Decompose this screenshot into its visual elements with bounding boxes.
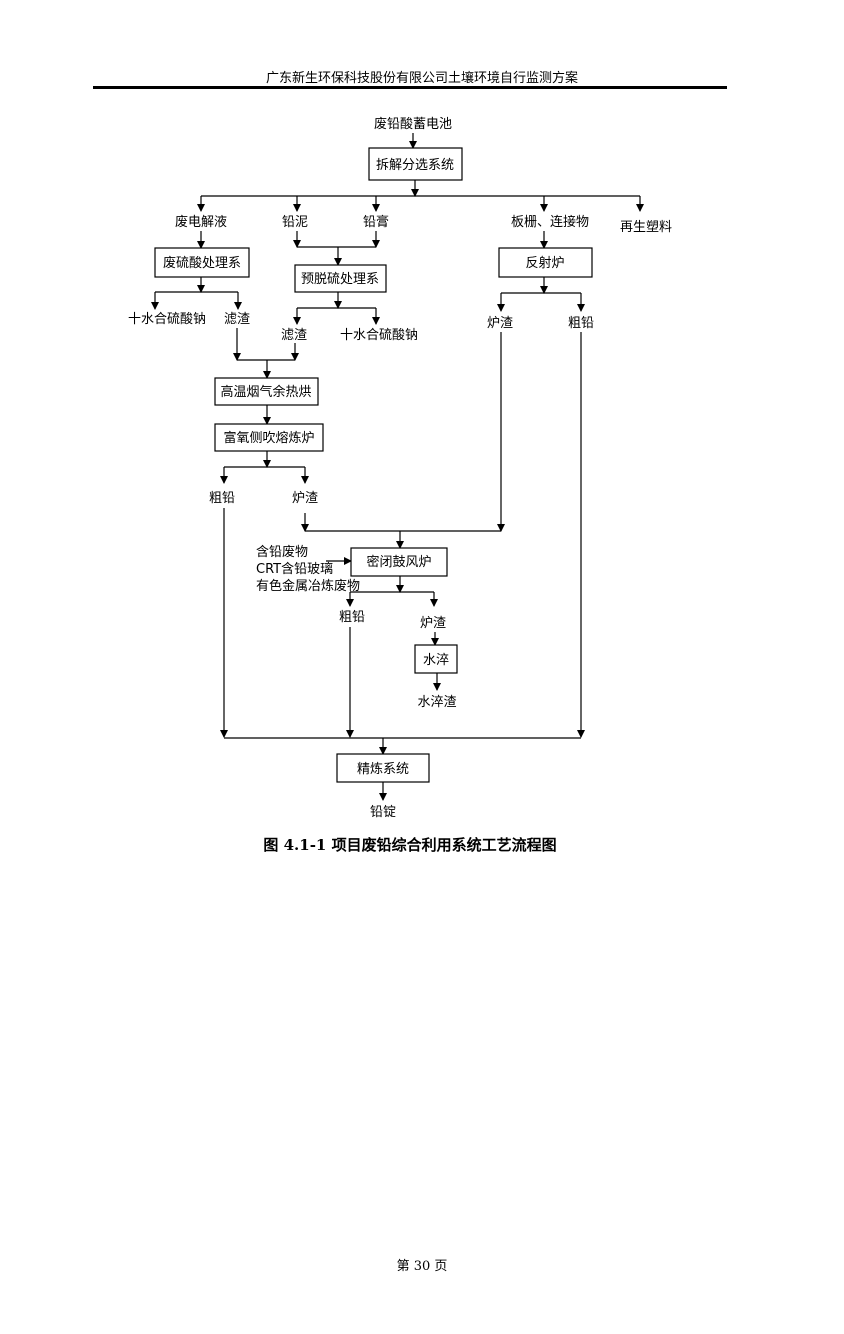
process-boxes xyxy=(154,147,593,783)
node-residue1: 滤渣 xyxy=(224,312,250,327)
node-crude-reverb: 粗铅 xyxy=(568,316,594,331)
box-desulf xyxy=(294,264,387,293)
page-number: 第 30 页 xyxy=(396,1259,448,1274)
node-side-input-3: 有色金属冶炼废物 xyxy=(256,578,360,594)
node-desulf: 预脱硫处理系 xyxy=(301,272,379,287)
box-quench xyxy=(414,644,458,674)
node-dismantle: 拆解分选系统 xyxy=(376,158,454,173)
node-residue2: 滤渣 xyxy=(281,328,307,343)
node-quench-slag: 水淬渣 xyxy=(417,695,456,710)
page-header: 广东新生环保科技股份有限公司土壤环境自行监测方案 xyxy=(265,71,578,86)
node-slag-reverb: 炉渣 xyxy=(487,316,513,331)
box-reverb xyxy=(498,247,593,278)
connectors xyxy=(151,133,644,801)
box-dryer xyxy=(214,377,319,406)
box-refine xyxy=(336,753,430,783)
node-grid: 板栅、连接物 xyxy=(511,214,589,230)
node-plastic: 再生塑料 xyxy=(620,220,672,235)
node-lead-mud: 铅泥 xyxy=(282,215,308,230)
node-quench: 水淬 xyxy=(423,653,449,668)
box-acid-treat xyxy=(154,247,250,278)
node-electrolyte: 废电解液 xyxy=(175,214,227,230)
node-input: 废铅酸蓄电池 xyxy=(374,116,452,132)
node-side-input-1: 含铅废物 xyxy=(256,544,308,560)
header-rule xyxy=(93,86,727,89)
node-slag-smelter: 炉渣 xyxy=(292,491,318,506)
box-dismantle xyxy=(368,147,463,181)
node-sodium2: 十水合硫酸钠 xyxy=(340,328,418,343)
node-dryer: 高温烟气余热烘 xyxy=(220,384,311,400)
node-slag-blast: 炉渣 xyxy=(420,616,446,631)
node-acid-treat: 废硫酸处理系 xyxy=(163,255,241,271)
node-blast: 密闭鼓风炉 xyxy=(366,554,431,570)
node-refine: 精炼系统 xyxy=(357,762,409,777)
box-blast xyxy=(350,547,448,577)
node-sodium1: 十水合硫酸钠 xyxy=(128,312,206,327)
figure-caption: 图 4.1-1 项目废铅综合利用系统工艺流程图 xyxy=(263,836,557,854)
node-side-input-2: CRT含铅玻璃 xyxy=(256,561,333,577)
box-smelter xyxy=(214,423,324,452)
node-reverb: 反射炉 xyxy=(525,255,564,271)
node-lead-paste: 铅膏 xyxy=(363,214,389,230)
node-smelter: 富氧侧吹熔炼炉 xyxy=(223,430,314,446)
node-crude-smelter: 粗铅 xyxy=(209,491,235,506)
node-crude-blast: 粗铅 xyxy=(339,610,365,625)
node-ingot: 铅锭 xyxy=(370,805,396,820)
